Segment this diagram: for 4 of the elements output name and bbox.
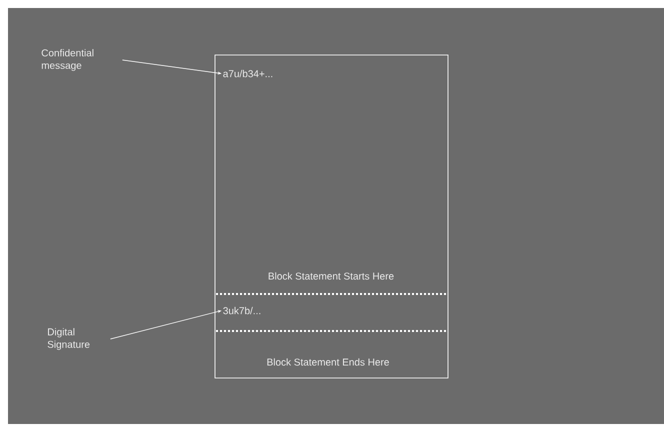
- callout-label: Confidential message: [42, 49, 94, 71]
- code-text: 3uk7b/...: [223, 306, 260, 314]
- callout-label: Digital Signature: [48, 328, 90, 350]
- code-text: a7u/b34+...: [223, 70, 272, 78]
